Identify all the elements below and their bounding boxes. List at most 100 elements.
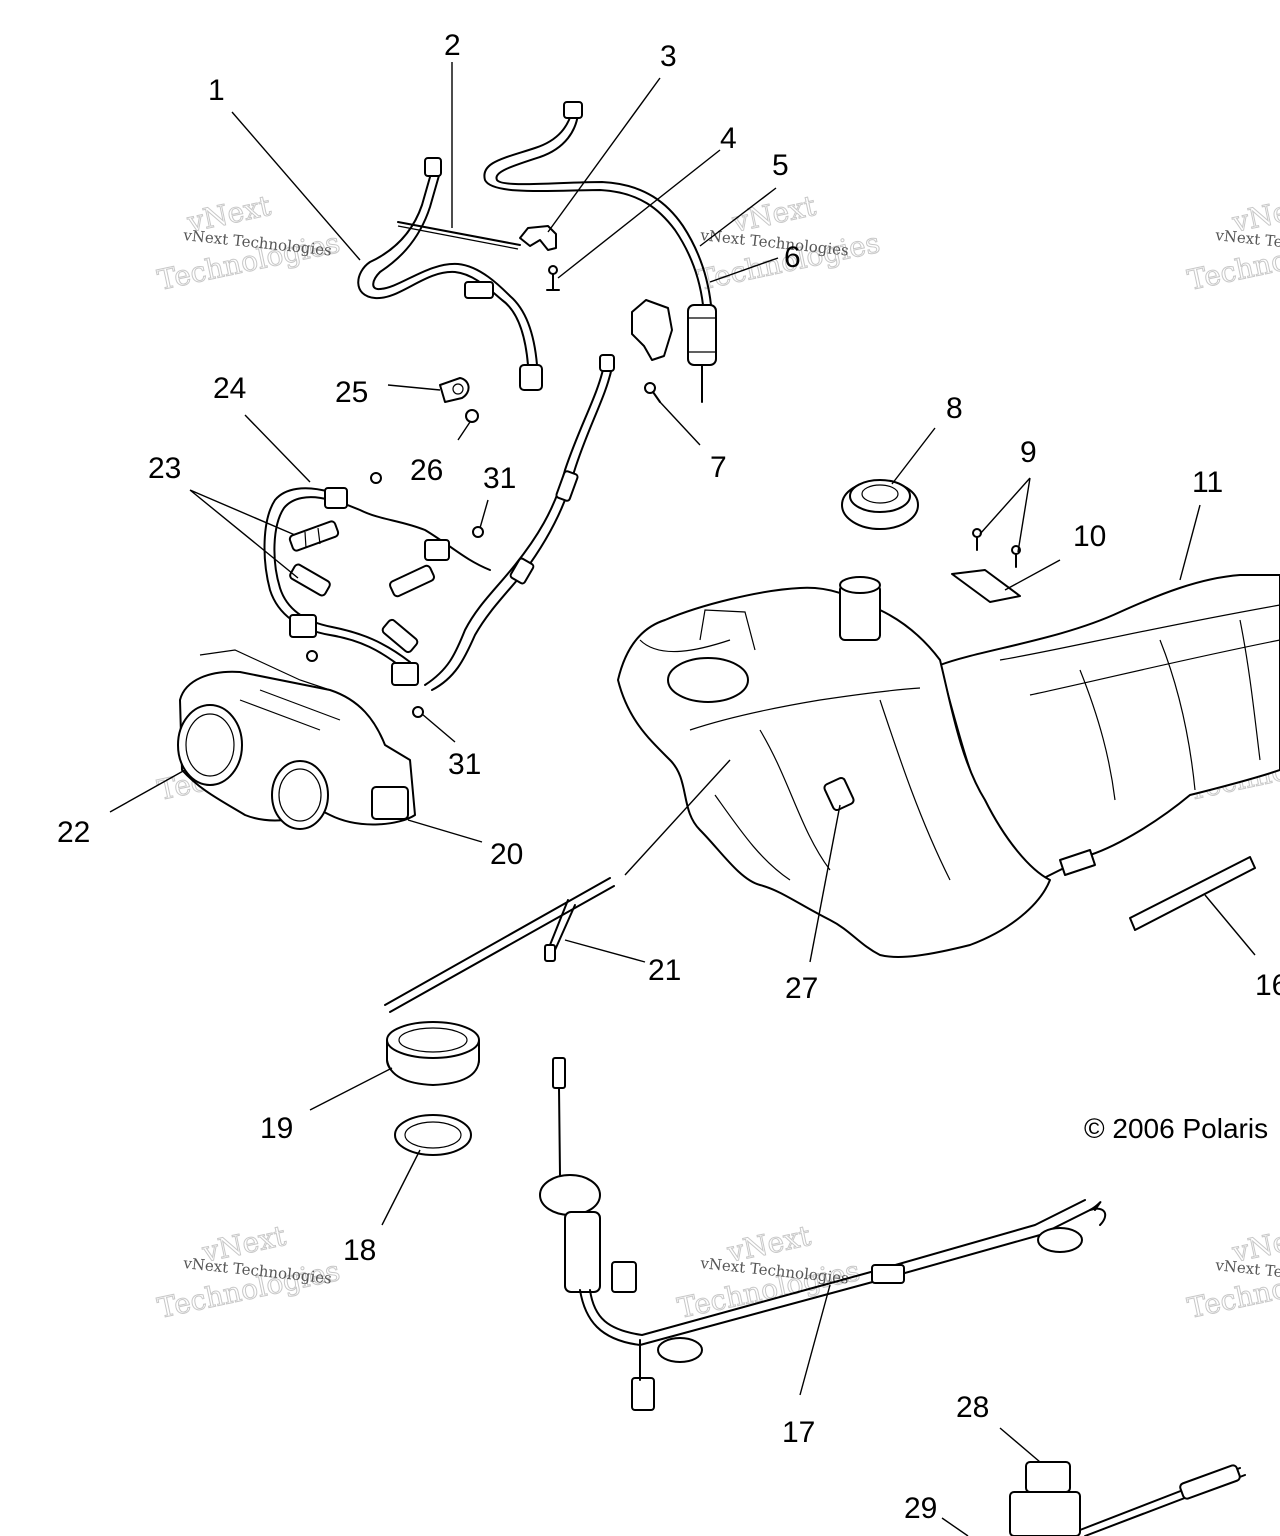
leader-29: [941, 1517, 969, 1536]
part-20-sensor: [371, 786, 409, 820]
watermark-top-right: vNext Technologies vNext Technologies: [1184, 188, 1280, 297]
callout-9: 9: [1020, 436, 1037, 469]
leader-27: [809, 804, 841, 963]
callout-28: 28: [956, 1391, 989, 1424]
part-8-fuel-cap: [841, 479, 919, 530]
leader-19: [309, 1067, 393, 1111]
callout-24: 24: [213, 372, 246, 405]
part-2-cable-tie: [397, 221, 521, 250]
callout-3: 3: [660, 40, 677, 73]
callout-18: 18: [343, 1234, 376, 1267]
callout-labels: 1 2 3 4 5 6 7 8 9 10 11 16 17 18 19 20 2…: [57, 29, 1280, 1525]
part-5-vent-hose: [483, 101, 712, 306]
leader-21: [564, 939, 646, 963]
part-17-fuel-pump: [539, 1057, 1107, 1411]
callout-17: 17: [782, 1416, 815, 1449]
callout-21: 21: [648, 954, 681, 987]
callout-27: 27: [785, 972, 818, 1005]
part-22-throttle-body: [177, 649, 416, 830]
leader-31a: [479, 499, 489, 529]
fuel-tank: [617, 576, 1096, 958]
copyright-notice: © 2006 Polaris: [1084, 1113, 1268, 1144]
injector: [381, 618, 419, 654]
part-bracket: [631, 299, 673, 361]
leader-lines: [109, 62, 1256, 1536]
leader-22: [109, 769, 186, 813]
callout-25: 25: [335, 376, 368, 409]
part-7-screw: [644, 382, 661, 403]
callout-31-lower: 31: [448, 748, 481, 781]
callout-4: 4: [720, 122, 737, 155]
part-27-tube: [823, 776, 855, 812]
leader-18: [381, 1149, 421, 1226]
callout-20: 20: [490, 838, 523, 871]
leader-6: [709, 257, 779, 283]
leader-4: [557, 149, 721, 279]
part-31-screws: [306, 472, 484, 718]
part-28-29-sender: [1009, 1461, 1246, 1536]
part-19-lock-ring: [386, 1021, 480, 1086]
part-25-clamp: [439, 377, 470, 403]
part-3-clip: [519, 225, 557, 251]
watermark-bottom-center: vNext Technologies vNext Technologies: [674, 1218, 863, 1325]
leader-11: [1179, 504, 1201, 581]
callout-22: 22: [57, 816, 90, 849]
part-10-bracket-plate: [951, 569, 1021, 603]
injector: [388, 564, 436, 598]
callout-2: 2: [444, 29, 461, 62]
callout-1: 1: [208, 74, 225, 107]
callout-10: 10: [1073, 520, 1106, 553]
watermark-bottom-right: vNext Technologies vNext Technologies: [1184, 1218, 1280, 1325]
part-1-fuel-hose: [357, 157, 543, 391]
callout-26: 26: [410, 454, 443, 487]
throttle-bore: [177, 704, 243, 786]
leader-23: [189, 489, 299, 579]
leader-16: [1204, 894, 1256, 956]
fuel-pump-ring-on-tank: [667, 657, 749, 703]
part-26-nut: [465, 409, 479, 423]
hose-end-fitting: [519, 364, 543, 391]
hose-end-fitting: [563, 101, 583, 119]
watermark-bottom-left: vNext Technologies vNext Technologies: [154, 1218, 343, 1325]
leader-5: [699, 187, 777, 247]
callout-29: 29: [904, 1492, 937, 1525]
injector: [289, 563, 331, 597]
leader-28: [999, 1427, 1041, 1463]
callout-31-upper: 31: [483, 462, 516, 495]
leader-31b: [421, 713, 456, 743]
part-4-rivet: [546, 265, 560, 291]
watermark-top-left: vNext Technologies vNext Technologies: [154, 188, 343, 297]
leader-8: [891, 427, 936, 485]
leader-20: [407, 819, 483, 843]
throttle-bore: [271, 760, 329, 830]
part-21-vent-tube: [384, 877, 615, 1013]
callout-7: 7: [710, 451, 727, 484]
part-24-fuel-rail-hose: [263, 354, 615, 691]
callout-8: 8: [946, 392, 963, 425]
leader-3: [547, 77, 661, 233]
part-6-fuel-filter: [687, 304, 717, 403]
callout-6: 6: [784, 241, 801, 274]
leader-25: [387, 384, 441, 391]
leader-7: [659, 401, 701, 446]
callout-5: 5: [772, 149, 789, 182]
hose-connector: [464, 281, 494, 299]
leader-24: [244, 414, 311, 483]
leader-tube-to-tank: [624, 759, 731, 876]
callout-11: 11: [1192, 466, 1223, 499]
callout-23: 23: [148, 452, 181, 485]
hose-end-fitting: [424, 157, 442, 177]
injector: [288, 520, 340, 552]
part-18-gasket: [394, 1114, 472, 1156]
leader-17: [799, 1284, 831, 1396]
leader-26: [457, 421, 471, 441]
part-9-bolts: [972, 528, 1021, 568]
callout-19: 19: [260, 1112, 293, 1145]
callout-16: 16: [1255, 969, 1280, 1002]
part-16-foam-strip: [1129, 856, 1256, 931]
leader-9: [979, 477, 1031, 553]
part-23-fuel-injectors: [288, 520, 436, 654]
leader-1: [231, 111, 361, 261]
